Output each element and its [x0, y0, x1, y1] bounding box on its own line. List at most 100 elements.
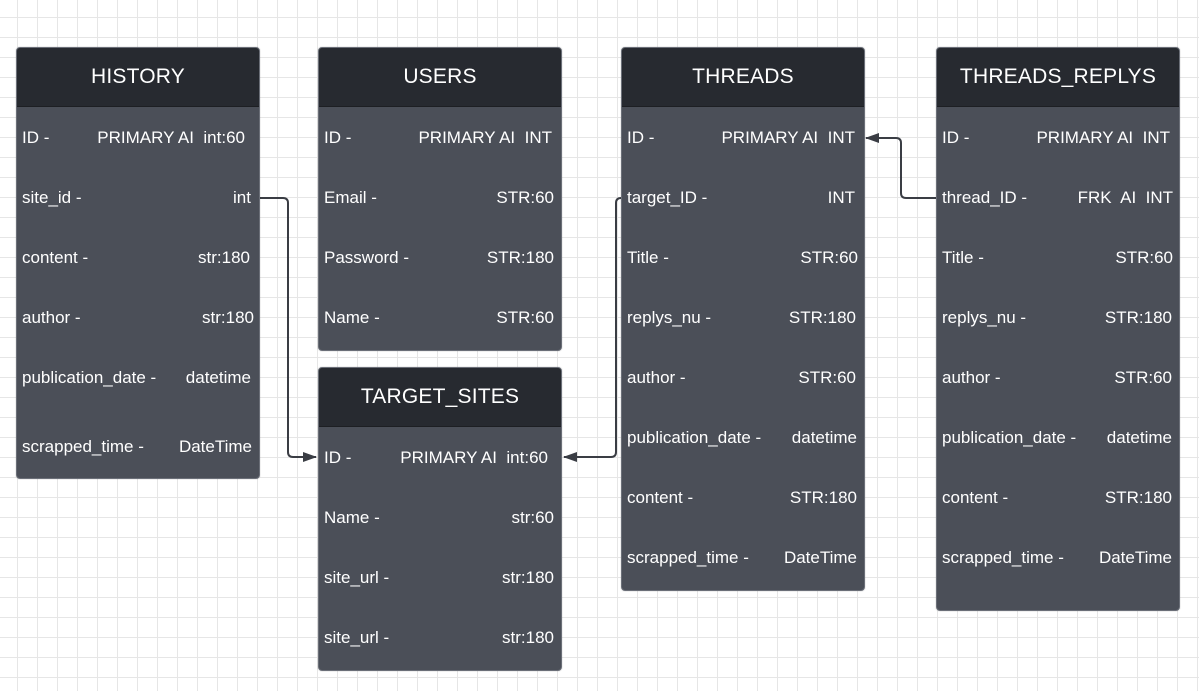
field-name: publication_date -: [942, 428, 1077, 447]
table-title: TARGET_SITES: [319, 368, 561, 427]
connector-history-site-id-to-target-sites-id[interactable]: [260, 197, 317, 462]
field-name: site_url -: [324, 568, 390, 587]
field-row[interactable]: target_ID - INT: [622, 168, 864, 228]
field-type: STR:60: [1115, 248, 1173, 267]
field-name: ID -: [324, 128, 352, 147]
field-row[interactable]: author - STR:60: [937, 348, 1179, 408]
connector-threads-target-id-to-target-sites-id[interactable]: [563, 197, 622, 462]
field-row[interactable]: publication_date - datetime: [622, 408, 864, 468]
field-row[interactable]: thread_ID - FRK AI INT: [937, 168, 1179, 228]
field-name: author -: [22, 308, 81, 327]
table-title: THREADS: [622, 48, 864, 107]
field-name: ID -: [627, 128, 655, 147]
field-row[interactable]: site_url - str:180: [319, 548, 561, 608]
field-type: PRIMARY AI INT: [418, 128, 552, 147]
field-type: int: [233, 188, 251, 207]
field-row[interactable]: ID - PRIMARY AI INT: [319, 108, 561, 168]
field-row[interactable]: site_url - str:180: [319, 608, 561, 668]
field-name: content -: [627, 488, 694, 507]
field-name: target_ID -: [627, 188, 708, 207]
field-name: replys_nu -: [942, 308, 1027, 327]
field-row[interactable]: Email - STR:60: [319, 168, 561, 228]
field-name: content -: [22, 248, 89, 267]
field-type: STR:60: [798, 368, 856, 387]
field-row[interactable]: scrapped_time - DateTime: [622, 528, 864, 588]
field-type: DateTime: [1098, 548, 1172, 567]
field-row[interactable]: content - STR:180: [937, 468, 1179, 528]
field-type: str:180: [198, 248, 250, 267]
field-name: site_url -: [324, 628, 390, 647]
field-name: author -: [627, 368, 686, 387]
field-row[interactable]: Name - str:60: [319, 488, 561, 548]
field-type: INT: [827, 188, 855, 207]
field-name: Title -: [627, 248, 669, 267]
field-row[interactable]: author - STR:60: [622, 348, 864, 408]
field-row[interactable]: site_id - int: [17, 168, 259, 228]
connector-threads-replys-thread-id-to-threads-id[interactable]: [865, 133, 936, 199]
field-type: STR:60: [800, 248, 858, 267]
field-name: Password -: [324, 248, 410, 267]
table-history[interactable]: HISTORY ID - PRIMARY AI int:60 site_id -…: [16, 47, 260, 479]
field-type: PRIMARY AI int:60: [400, 448, 548, 467]
table-threads[interactable]: THREADS ID - PRIMARY AI INT target_ID - …: [621, 47, 865, 591]
field-type: datetime: [1106, 428, 1172, 447]
field-name: Name -: [324, 508, 380, 527]
field-row[interactable]: publication_date - datetime: [937, 408, 1179, 468]
table-title: HISTORY: [17, 48, 259, 107]
table-target-sites[interactable]: TARGET_SITES ID - PRIMARY AI int:60 Name…: [318, 367, 562, 671]
field-type: STR:180: [486, 248, 554, 267]
field-row[interactable]: replys_nu - STR:180: [937, 288, 1179, 348]
field-row[interactable]: ID - PRIMARY AI int:60: [319, 428, 561, 488]
field-row[interactable]: replys_nu - STR:180: [622, 288, 864, 348]
field-type: datetime: [185, 368, 251, 387]
field-type: STR:60: [1114, 368, 1172, 387]
field-type: str:180: [502, 568, 554, 587]
field-type: datetime: [791, 428, 857, 447]
table-users[interactable]: USERS ID - PRIMARY AI INT Email - STR:60…: [318, 47, 562, 351]
field-type: str:60: [511, 508, 554, 527]
field-name: Name -: [324, 308, 380, 327]
field-name: publication_date -: [627, 428, 762, 447]
field-name: publication_date -: [22, 368, 157, 387]
field-name: content -: [942, 488, 1009, 507]
field-type: str:180: [502, 628, 554, 647]
field-name: site_id -: [22, 188, 82, 207]
field-name: author -: [942, 368, 1001, 387]
field-row[interactable]: Name - STR:60: [319, 288, 561, 348]
field-row[interactable]: ID - PRIMARY AI INT: [622, 108, 864, 168]
field-row[interactable]: Title - STR:60: [937, 228, 1179, 288]
field-name: Email -: [324, 188, 377, 207]
table-threads-replys[interactable]: THREADS_REPLYS ID - PRIMARY AI INT threa…: [936, 47, 1180, 611]
field-row[interactable]: ID - PRIMARY AI INT: [937, 108, 1179, 168]
field-type: STR:180: [1104, 488, 1172, 507]
field-row[interactable]: content - STR:180: [622, 468, 864, 528]
field-row[interactable]: content - str:180: [17, 228, 259, 288]
field-type: STR:180: [789, 488, 857, 507]
field-type: str:180: [202, 308, 254, 327]
field-name: replys_nu -: [627, 308, 712, 327]
field-name: ID -: [324, 448, 352, 467]
field-type: PRIMARY AI INT: [721, 128, 855, 147]
field-row[interactable]: scrapped_time - DateTime: [937, 528, 1179, 588]
field-name: Title -: [942, 248, 984, 267]
field-type: PRIMARY AI int:60: [97, 128, 245, 147]
field-row[interactable]: ID - PRIMARY AI int:60: [17, 108, 259, 168]
field-type: STR:180: [788, 308, 856, 327]
field-type: STR:60: [496, 188, 554, 207]
field-type: DateTime: [783, 548, 857, 567]
field-row[interactable]: Title - STR:60: [622, 228, 864, 288]
table-title: USERS: [319, 48, 561, 107]
field-row[interactable]: scrapped_time - DateTime: [17, 417, 259, 477]
field-type: STR:180: [1104, 308, 1172, 327]
field-row[interactable]: author - str:180: [17, 288, 259, 348]
field-type: FRK AI INT: [1077, 188, 1173, 207]
field-row[interactable]: Password - STR:180: [319, 228, 561, 288]
field-type: STR:60: [496, 308, 554, 327]
field-name: ID -: [942, 128, 970, 147]
field-name: thread_ID -: [942, 188, 1028, 207]
field-type: PRIMARY AI INT: [1036, 128, 1170, 147]
field-row[interactable]: publication_date - datetime: [17, 348, 259, 408]
field-name: scrapped_time -: [942, 548, 1064, 567]
field-name: scrapped_time -: [627, 548, 749, 567]
